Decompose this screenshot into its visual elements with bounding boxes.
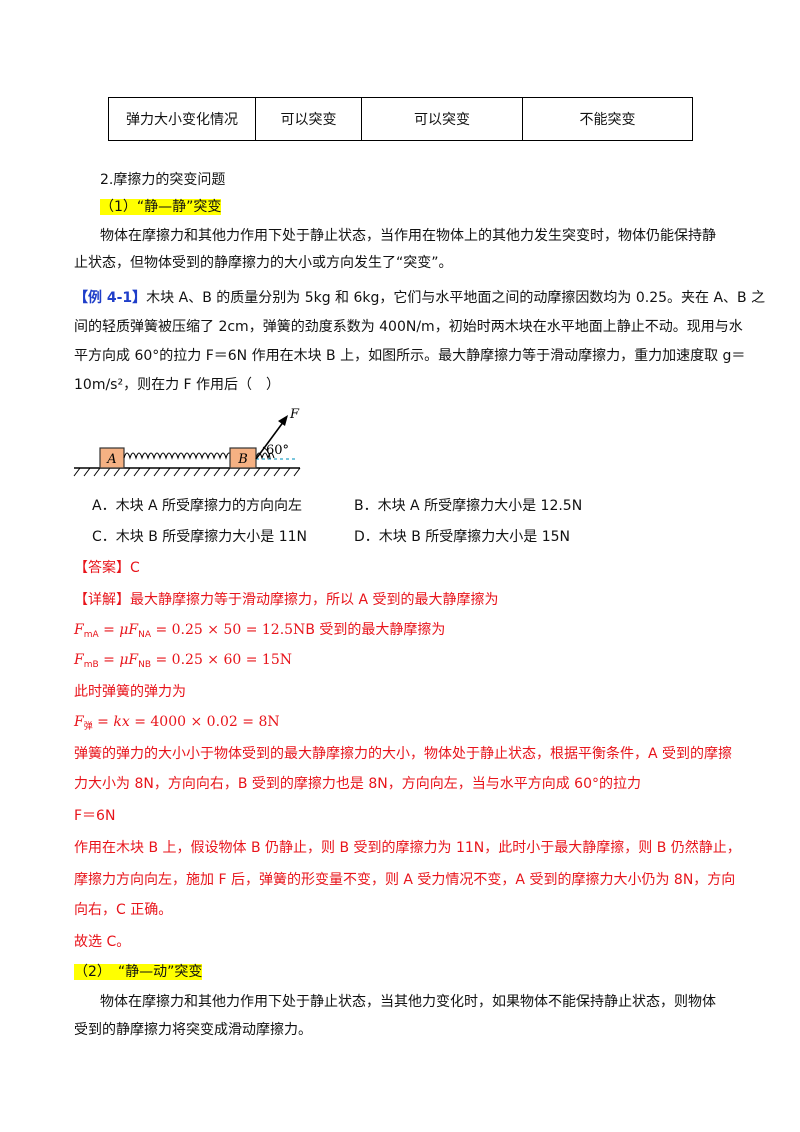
option-a[interactable]: A．木块 A 所受摩擦力的方向向左 [92,498,303,514]
example-line: 木块 A、B 的质量分别为 5kg 和 6kg，它们与水平地面之间的动摩擦因数均… [146,290,766,306]
option-d[interactable]: D．木块 B 所受摩擦力大小是 15N [354,529,571,545]
table-cell: 可以突变 [255,97,362,141]
option-b[interactable]: B．木块 A 所受摩擦力大小是 12.5N [354,498,583,514]
force-arrow [255,420,285,460]
paragraph-line: 物体在摩擦力和其他力作用下处于静止状态，当其他力变化时，如果物体不能保持静止状态… [100,994,716,1010]
force-label: F [289,407,300,422]
example-tag: 【例 4-1】 [74,290,147,306]
angle-arc [262,446,271,460]
equation-1: FmA = μFNA = 0.25 × 50 = 12.5NB 受到的最大静摩擦… [74,622,446,640]
option-c[interactable]: C．木块 B 所受摩擦力大小是 11N [92,529,308,545]
detail-line: 故选 C。 [74,934,131,950]
spring-blocks-figure: A B F 60° [73,407,301,477]
angle-label: 60° [266,443,289,458]
block-b-label: B [237,452,248,467]
subheading-static-dynamic: （2） “静—动”突变 [74,964,203,980]
equation-2: FmB = μFNB = 0.25 × 60 = 15N [74,652,292,670]
example-line: 10m/s²，则在力 F 作用后（ ） [74,377,281,393]
force-arrowhead [278,415,288,426]
subheading-static-static: （1）“静—静”突变 [100,199,222,215]
table-row-label: 弹力大小变化情况 [108,97,256,141]
detail-line: B 受到的最大静摩擦为 [305,622,446,638]
detail-line: 摩擦力方向向左，施加 F 后，弹簧的形变量不变，则 A 受力情况不变，A 受到的… [74,872,736,888]
example-line: 平方向成 60°的拉力 F＝6N 作用在木块 B 上，如图所示。最大静摩擦力等于… [74,348,746,364]
paragraph-line: 受到的静摩擦力将突变成滑动摩擦力。 [74,1022,312,1038]
table-cell: 不能突变 [522,97,693,141]
paragraph-line: 物体在摩擦力和其他力作用下处于静止状态，当作用在物体上的其他力发生突变时，物体仍… [100,228,716,244]
detail-line: 向右，C 正确。 [74,902,173,918]
detail-line: 力大小为 8N，方向向右，B 受到的摩擦力也是 8N，方向向左，当与水平方向成 … [74,776,641,792]
block-a-label: A [106,452,116,467]
answer: 【答案】C [74,560,140,576]
table-cell: 可以突变 [361,97,523,141]
example-line: 间的轻质弹簧被压缩了 2cm，弹簧的劲度系数为 400N/m，初始时两木块在水平… [74,319,743,335]
detail-line: 弹簧的弹力的大小小于物体受到的最大静摩擦力的大小，物体处于静止状态，根据平衡条件… [74,746,733,762]
ground-hatch [73,467,301,477]
equation-3: F弹 = kx = 4000 × 0.02 = 8N [74,714,280,732]
detail-line: F＝6N [74,808,116,824]
paragraph-line: 止状态，但物体受到的静摩擦力的大小或方向发生了“突变”。 [74,255,453,271]
detail-line: 此时弹簧的弹力为 [74,684,186,700]
detail-line: 作用在木块 B 上，假设物体 B 仍静止，则 B 受到的摩擦力为 11N，此时小… [74,840,741,856]
table-row: 弹力大小变化情况 可以突变 可以突变 不能突变 [108,97,693,141]
detail-line: 【详解】最大静摩擦力等于滑动摩擦力，所以 A 受到的最大静摩擦为 [74,592,499,608]
comparison-table: 弹力大小变化情况 可以突变 可以突变 不能突变 [108,97,693,141]
section-heading: 2.摩擦力的突变问题 [100,172,226,188]
